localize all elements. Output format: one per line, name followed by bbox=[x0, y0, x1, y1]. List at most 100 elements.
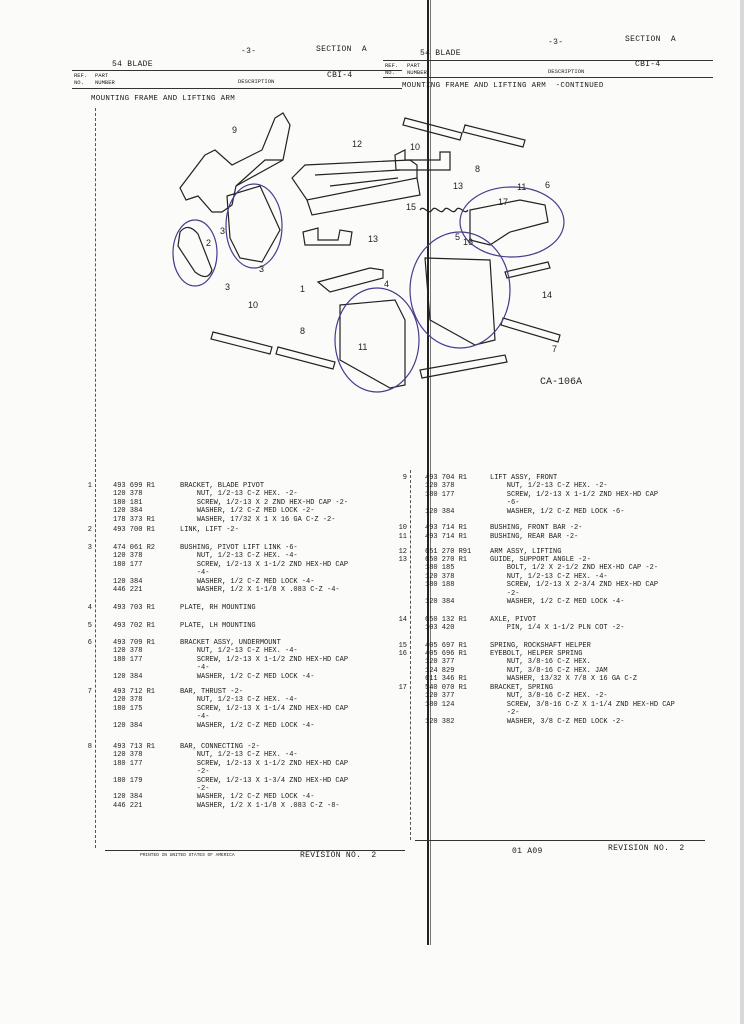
part-number: 180 188 bbox=[425, 581, 455, 590]
highlight-circle-bracket-assy bbox=[459, 186, 565, 258]
callout-label: 16 bbox=[463, 237, 473, 247]
part-number: 446 221 bbox=[113, 586, 143, 594]
callout-label: 15 bbox=[406, 202, 416, 212]
right-code: CBI-4 bbox=[635, 60, 661, 69]
left-header-rule bbox=[72, 70, 402, 71]
left-ref-label: REF. NO. bbox=[74, 72, 88, 86]
callout-label: 13 bbox=[453, 181, 463, 191]
ref-number: 15 bbox=[398, 642, 407, 650]
part-number: 180 177 bbox=[113, 655, 143, 664]
highlight-circle-rh-plate bbox=[334, 287, 420, 393]
part-number: 120 378 bbox=[113, 696, 143, 705]
part-description: NUT, 3/8-16 C-Z HEX. -2- bbox=[490, 692, 608, 701]
connecting-bar-upper-part bbox=[402, 117, 463, 141]
part-number: 493 704 R1 bbox=[425, 474, 468, 482]
left-header-rule-2 bbox=[72, 88, 402, 89]
left-margin-dash bbox=[95, 108, 96, 848]
part-number: 120 378 bbox=[425, 482, 455, 491]
ref-number: 12 bbox=[398, 548, 407, 556]
rh-mounting-plate-part bbox=[339, 299, 406, 389]
part-description: BRACKET ASSY, UNDERMOUNT bbox=[180, 639, 281, 647]
part-description: SCREW, 1/2-13 X 2 ZND HEX-HD CAP -2- bbox=[180, 498, 349, 507]
ref-number: 8 bbox=[87, 743, 92, 751]
right-revision: REVISION NO. 2 bbox=[608, 844, 685, 853]
right-header-rule bbox=[383, 60, 713, 61]
callout-label: 17 bbox=[498, 197, 508, 207]
part-description: SCREW, 1/2-13 X 1-1/2 ZND HEX-HD CAP bbox=[490, 490, 659, 499]
thrust-bar-lower-part bbox=[419, 354, 508, 379]
left-subtitle: MOUNTING FRAME AND LIFTING ARM bbox=[91, 95, 236, 103]
part-description: -2- bbox=[180, 785, 210, 793]
callout-label: 3 bbox=[225, 282, 230, 292]
part-number: 180 181 bbox=[113, 498, 143, 507]
support-angle-guide-part bbox=[302, 227, 353, 246]
callout-label: 14 bbox=[542, 290, 552, 300]
part-number: 493 709 R1 bbox=[113, 639, 156, 647]
part-description: BUSHING, REAR BAR -2- bbox=[490, 533, 579, 541]
part-description: PIN, 1/4 X 1-1/2 PLN COT -2- bbox=[490, 624, 625, 633]
ref-number: 6 bbox=[87, 639, 92, 647]
part-description: NUT, 1/2-13 C-Z HEX. -4- bbox=[180, 751, 298, 760]
part-description: -6- bbox=[490, 499, 520, 508]
part-number: 103 420 bbox=[425, 624, 455, 633]
right-date-code: 01 A09 bbox=[512, 847, 543, 856]
page-divider-shadow bbox=[430, 0, 431, 945]
callout-label: 8 bbox=[300, 326, 305, 336]
undermount-bracket-part bbox=[469, 199, 549, 246]
part-number: 120 384 bbox=[425, 507, 455, 516]
figure-code: CA-106A bbox=[540, 377, 582, 388]
callout-label: 3 bbox=[220, 226, 225, 236]
part-description: NUT, 1/2-13 C-Z HEX. -2- bbox=[490, 482, 608, 491]
part-description: NUT, 1/2-13 C-Z HEX. -4- bbox=[490, 572, 608, 581]
right-margin-dash bbox=[410, 470, 411, 840]
part-description: SCREW, 1/2-13 X 1-1/2 ZND HEX-HD CAP bbox=[180, 655, 349, 664]
callout-label: 13 bbox=[368, 234, 378, 244]
part-number: 180 177 bbox=[113, 759, 143, 768]
part-description: AXLE, PIVOT bbox=[490, 616, 537, 624]
callout-label: 6 bbox=[545, 180, 550, 190]
ref-number: 16 bbox=[398, 650, 407, 658]
callout-label: 11 bbox=[517, 182, 526, 192]
right-section: SECTION A bbox=[625, 35, 677, 44]
part-description: -2- bbox=[180, 768, 210, 777]
part-number: 180 124 bbox=[425, 700, 455, 709]
part-description: -4- bbox=[180, 713, 210, 722]
part-description: BRACKET, BLADE PIVOT bbox=[180, 482, 265, 490]
part-number: 611 346 R1 bbox=[425, 675, 468, 684]
part-description: NUT, 3/8-16 C-Z HEX. JAM bbox=[490, 666, 608, 675]
part-description: WASHER, 1/2 C-Z MED LOCK -6- bbox=[490, 507, 625, 516]
right-footer-rule bbox=[415, 840, 705, 841]
part-description: BAR, CONNECTING -2- bbox=[180, 743, 260, 751]
part-number: 120 382 bbox=[425, 717, 455, 726]
ref-number: 13 bbox=[398, 556, 407, 564]
part-number: 180 177 bbox=[113, 560, 143, 569]
callout-label: 2 bbox=[206, 238, 211, 248]
left-printed-note: PRINTED IN UNITED STATES OF AMERICA bbox=[140, 853, 235, 858]
part-number: 446 221 bbox=[113, 801, 143, 810]
right-subtitle: MOUNTING FRAME AND LIFTING ARM -CONTINUE… bbox=[402, 82, 604, 90]
part-description: PLATE, RH MOUNTING bbox=[180, 604, 256, 612]
part-number: 650 132 R1 bbox=[425, 616, 468, 624]
part-description: WASHER, 1/2 C-Z MED LOCK -4- bbox=[180, 672, 315, 681]
support-angle-guide-upper-part bbox=[394, 149, 451, 171]
callout-label: 3 bbox=[259, 264, 264, 274]
highlight-circle-link bbox=[172, 219, 218, 287]
right-desc-label: DESCRIPTION bbox=[548, 68, 585, 75]
part-number: 120 378 bbox=[113, 490, 143, 499]
ref-number: 10 bbox=[398, 524, 407, 532]
left-revision: REVISION NO. 2 bbox=[300, 851, 377, 860]
ref-number: 1 bbox=[87, 482, 92, 490]
part-description: BUSHING, FRONT BAR -2- bbox=[490, 524, 583, 532]
ref-number: 4 bbox=[87, 604, 92, 612]
callout-label: 12 bbox=[352, 139, 362, 149]
left-model: 54 BLADE bbox=[112, 60, 153, 69]
part-description: WASHER, 13/32 X 7/8 X 16 GA C-Z bbox=[490, 675, 638, 684]
part-description: -4- bbox=[180, 569, 210, 578]
part-description: SCREW, 1/2-13 X 1-1/4 ZND HEX-HD CAP bbox=[180, 704, 349, 713]
ref-number: 17 bbox=[398, 684, 407, 692]
callout-label: 1 bbox=[300, 284, 305, 294]
part-number: 120 377 bbox=[425, 692, 455, 701]
ref-number: 5 bbox=[87, 622, 92, 630]
right-page-number: -3- bbox=[548, 38, 564, 47]
part-number: 120 384 bbox=[113, 672, 143, 681]
